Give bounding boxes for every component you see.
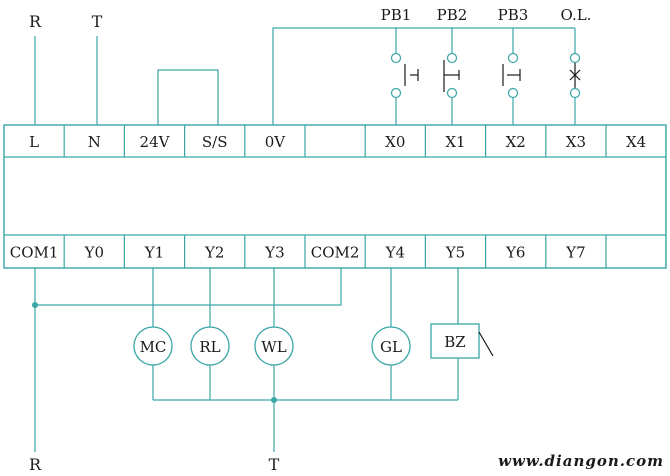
rl-lamp: RL	[190, 326, 230, 366]
output-terminal-y1: Y1	[144, 244, 164, 262]
wl-label: WL	[261, 338, 286, 356]
pb2-pushbutton: PB2	[437, 6, 468, 125]
input-terminal-x0: X0	[385, 133, 405, 151]
input-terminal-x1: X1	[445, 133, 465, 151]
buzzer-indicator-line	[478, 331, 494, 357]
bz-buzzer: BZ	[430, 323, 494, 359]
output-terminal-y0: Y0	[84, 244, 104, 262]
output-terminal-y5: Y5	[445, 244, 465, 262]
24v-ss-jumper	[157, 69, 219, 125]
overload-relay-contact: O.L.	[561, 6, 592, 125]
watermark-text: www.diangon.com	[498, 452, 664, 470]
0v-common-bus	[272, 27, 575, 125]
power-neutral-bottom-label: T	[269, 455, 280, 474]
input-terminal-x4: X4	[626, 133, 646, 151]
overload-label: O.L.	[561, 6, 592, 24]
output-terminal-y2: Y2	[204, 244, 224, 262]
pb3-label: PB3	[498, 6, 529, 24]
input-terminal-x2: X2	[506, 133, 526, 151]
gl-lamp: GL	[371, 326, 411, 366]
input-terminal-24v: 24V	[140, 133, 171, 151]
mc-coil: MC	[133, 326, 173, 366]
gl-label: GL	[380, 338, 402, 356]
input-terminal-l: L	[29, 133, 39, 151]
output-terminal-y4: Y4	[385, 244, 405, 262]
power-neutral-top-label: T	[92, 12, 103, 31]
power-line-bottom-label: R	[29, 455, 42, 474]
input-terminal-x3: X3	[566, 133, 586, 151]
mc-label: MC	[140, 338, 167, 356]
output-terminal-y6: Y6	[505, 244, 525, 262]
output-terminal-y3: Y3	[264, 244, 284, 262]
power-line-top-label: R	[29, 12, 42, 31]
plc-body	[3, 124, 667, 269]
pb2-label: PB2	[437, 6, 468, 24]
com1-com2-link	[35, 268, 342, 306]
input-terminal-row: L N 24V S/S 0V X0 X1 X2 X3 X4	[29, 125, 646, 157]
bz-label: BZ	[444, 333, 465, 351]
output-terminal-row: COM1 Y0 Y1 Y2 Y3 COM2 Y4 Y5 Y6 Y7	[10, 235, 607, 268]
neutral-junction-dot	[271, 397, 277, 403]
rl-label: RL	[199, 338, 220, 356]
wl-lamp: WL	[254, 326, 294, 366]
input-terminal-n: N	[88, 133, 101, 151]
pb1-label: PB1	[381, 6, 412, 24]
pb3-pushbutton: PB3	[498, 6, 529, 125]
output-terminal-com2: COM2	[311, 244, 360, 262]
input-terminal-0v: 0V	[265, 133, 287, 151]
output-terminal-com1: COM1	[10, 244, 59, 262]
pb1-pushbutton: PB1	[381, 6, 419, 125]
input-terminal-s-s: S/S	[202, 133, 228, 151]
output-terminal-y7: Y7	[565, 244, 585, 262]
